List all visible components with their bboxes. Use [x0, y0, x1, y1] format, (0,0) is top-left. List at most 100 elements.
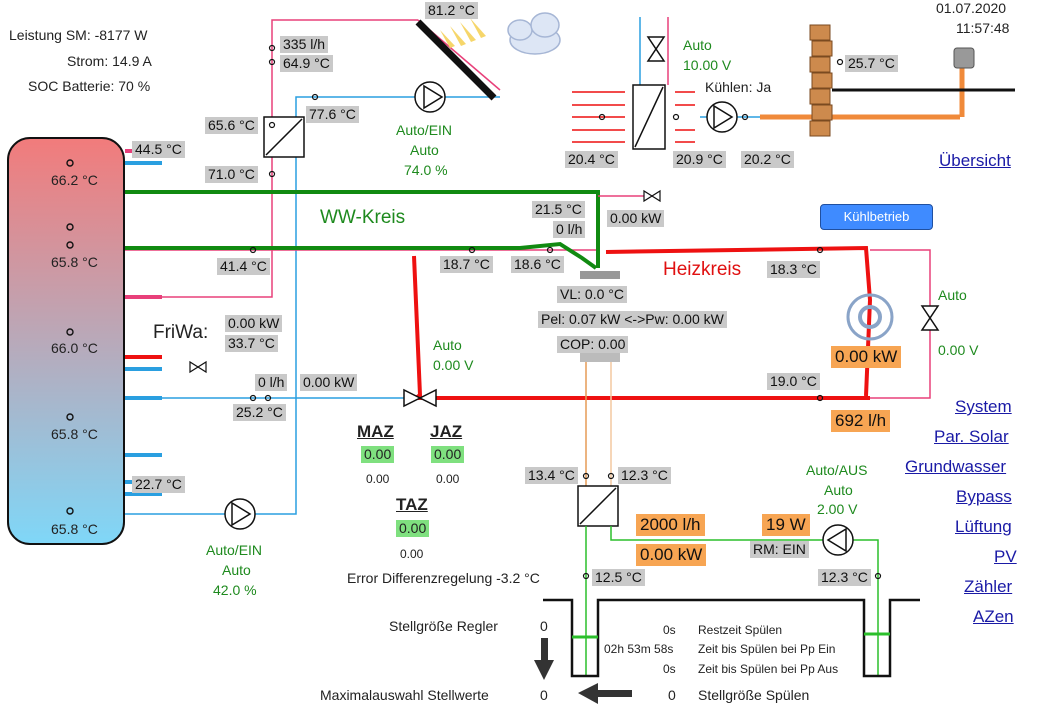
sensor-dots — [249, 44, 882, 580]
friwa-power2: 0.00 kW — [300, 374, 358, 391]
stellgroesse-regler-value: 0 — [540, 618, 548, 634]
restzeit-label: Restzeit Spülen — [698, 623, 783, 637]
maz-label: MAZ — [357, 422, 394, 441]
tank-temp-2: 65.8 °C — [51, 254, 98, 270]
air-in-temp: 20.9 °C — [673, 151, 726, 168]
wells — [543, 598, 920, 678]
taz-value: 0.00 — [396, 520, 430, 537]
jaz-sub: 0.00 — [436, 472, 460, 486]
friwa-power: 0.00 kW — [225, 315, 283, 332]
gw-pump-power: 19 W — [762, 514, 810, 536]
pipe-temp: 20.2 °C — [741, 151, 794, 168]
ww-valve-icon — [643, 189, 661, 203]
left-arrow-icon — [578, 683, 632, 704]
cloud-icon — [507, 12, 561, 55]
hp-pel: Pel: 0.07 kW <->Pw: 0.00 kW — [538, 311, 727, 328]
friwa-temp2: 25.2 °C — [233, 404, 286, 421]
tank-side-bottom: 22.7 °C — [132, 476, 185, 493]
heizkreis-power: 0.00 kW — [831, 346, 902, 368]
solar-pump-auto: Auto — [410, 142, 439, 158]
ww-power: 0.00 kW — [607, 210, 665, 227]
stellgroesse-spuelen-value: 0 — [668, 687, 676, 703]
date: 01.07.2020 — [936, 0, 1007, 16]
heizkreis-pump-icon — [846, 293, 894, 341]
zeit-aus-label: Zeit bis Spülen bei Pp Aus — [698, 662, 839, 676]
ww-circuit — [125, 190, 600, 270]
nav-uebersicht[interactable]: Übersicht — [939, 151, 1011, 170]
down-arrow-icon — [534, 638, 554, 680]
nav-azen[interactable]: AZen — [973, 607, 1014, 626]
zeit-ein-label: Zeit bis Spülen bei Pp Ein — [698, 642, 836, 656]
heizkreis-right-temp: 18.3 °C — [767, 261, 820, 278]
solar-heat-exchanger — [263, 116, 305, 158]
gw-out-temp: 12.3 °C — [618, 467, 671, 484]
brick-wall — [809, 24, 833, 137]
friwa-temp: 33.7 °C — [225, 335, 278, 352]
taz-sub: 0.00 — [400, 547, 424, 561]
tank-sensor-dots — [66, 159, 74, 515]
nav-lueftung[interactable]: Lüftung — [955, 517, 1012, 536]
solar-hot-temp: 64.9 °C — [280, 55, 333, 72]
cooling-valve-v: 10.00 V — [683, 57, 732, 73]
solar-panel — [415, 19, 497, 101]
bottom-pump-auto: Auto — [222, 562, 251, 578]
mix-valve-v: 0.00 V — [433, 357, 474, 373]
mix-valve-icon — [403, 388, 437, 408]
heizkreis-flow: 692 l/h — [831, 410, 891, 432]
bottom-pump-icon — [224, 498, 256, 530]
gw-pump-v: 2.00 V — [817, 501, 858, 517]
error-differenzregelung: Error Differenzregelung -3.2 °C — [347, 570, 540, 586]
heizkreis-label: Heizkreis — [663, 259, 742, 280]
kuehlen-status: Kühlen: Ja — [705, 79, 772, 95]
bottom-pump-mode: Auto/EIN — [206, 542, 263, 558]
zeit-ein-value: 02h 53m 58s — [604, 642, 674, 656]
heizkreis-valve-icon — [920, 305, 940, 331]
cooling-valve-icon — [646, 36, 666, 62]
sun-rays — [440, 18, 486, 48]
cooling-heat-exchanger — [632, 84, 666, 150]
gw-pump-auto: Auto — [824, 482, 853, 498]
bottom-pump-pct: 42.0 % — [213, 582, 257, 598]
gw-flow: 2000 l/h — [636, 514, 705, 536]
soc-batterie: SOC Batterie: 70 % — [28, 78, 151, 94]
nav-par-solar[interactable]: Par. Solar — [934, 427, 1009, 446]
taz-label: TAZ — [396, 495, 428, 514]
jaz-value: 0.00 — [431, 446, 465, 463]
nav-grundwasser[interactable]: Grundwasser — [905, 457, 1007, 476]
gw-power: 0.00 kW — [636, 544, 707, 566]
nav-bypass[interactable]: Bypass — [956, 487, 1012, 506]
outdoor-temp: 25.7 °C — [845, 55, 898, 72]
ww-flow: 0 l/h — [553, 221, 586, 238]
maximalauswahl-value: 0 — [540, 687, 548, 703]
maz-sub: 0.00 — [366, 472, 390, 486]
kuehlbetrieb-button[interactable]: Kühlbetrieb — [820, 204, 933, 230]
tank-temp-5: 65.8 °C — [51, 521, 98, 537]
heizkreis-vl1: 18.7 °C — [440, 256, 493, 273]
friwa-valve-icon — [189, 360, 207, 374]
nav-system[interactable]: System — [955, 397, 1012, 416]
gw-low-temp2: 12.3 °C — [818, 569, 871, 586]
groundwater-pump-icon — [822, 524, 854, 556]
groundwater-hx — [577, 485, 619, 527]
nav-zaehler[interactable]: Zähler — [964, 577, 1013, 596]
hp-cop: COP: 0.00 — [557, 336, 629, 353]
stellgroesse-spuelen-label: Stellgröße Spülen — [698, 687, 810, 703]
stellgroesse-regler-label: Stellgröße Regler — [389, 618, 498, 634]
solar-hx-in: 65.6 °C — [205, 117, 258, 134]
ww-label: WW-Kreis — [320, 207, 406, 228]
nav-pv[interactable]: PV — [994, 547, 1017, 566]
solar-pump-mode: Auto/EIN — [396, 122, 453, 138]
restzeit-value: 0s — [663, 623, 676, 637]
outdoor-sensor — [953, 47, 975, 69]
cooling-pipes — [639, 17, 830, 118]
zeit-aus-value: 0s — [663, 662, 676, 676]
air-out-temp: 20.4 °C — [565, 151, 618, 168]
friwa-label: FriWa: — [153, 322, 209, 343]
tank-temp-3: 66.0 °C — [51, 340, 98, 356]
solar-flow: 335 l/h — [280, 36, 329, 53]
maximalauswahl-label: Maximalauswahl Stellwerte — [320, 687, 489, 703]
tank-temp-1: 66.2 °C — [51, 172, 98, 188]
heat-pump-unit — [580, 271, 620, 362]
solar-return-temp: 77.6 °C — [306, 106, 359, 123]
